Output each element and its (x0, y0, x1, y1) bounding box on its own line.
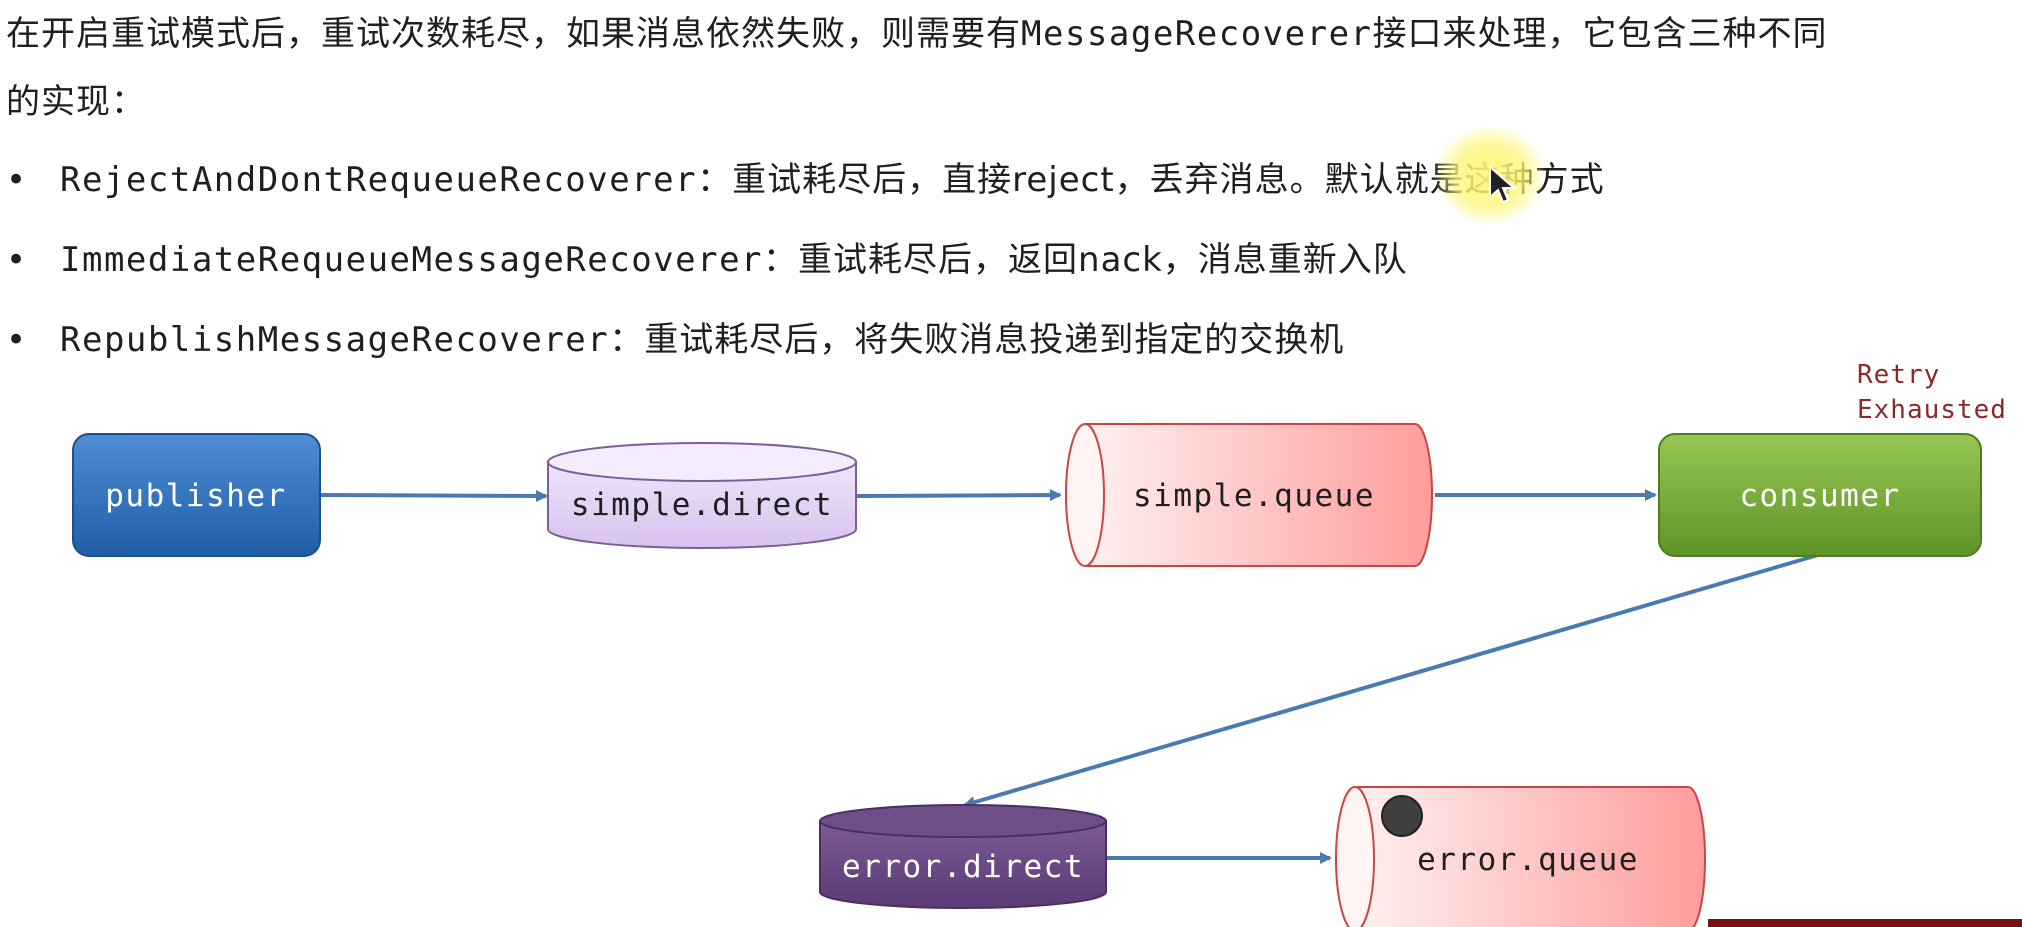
mouse-cursor-icon (1489, 165, 1517, 204)
consumer-node: consumer (1658, 433, 1982, 557)
arrow-consumer-to-error-direct (963, 553, 1819, 808)
list-item: • RepublishMessageRecoverer：重试耗尽后，将失败消息投递… (0, 300, 1950, 380)
recoverer-list: •RejectAndDontRequeueRecoverer：重试耗尽后，直接r… (0, 140, 1950, 380)
simple-direct-label: simple.direct (571, 487, 833, 523)
bullet-marker: • (6, 320, 28, 360)
intro-line-2: 的实现： (6, 82, 146, 122)
intro-paragraph: 在开启重试模式后，重试次数耗尽，如果消息依然失败，则需要有MessageReco… (6, 0, 1996, 136)
recoverer-name: ImmediateRequeueMessageRecoverer (60, 240, 764, 280)
publisher-node: publisher (72, 433, 321, 557)
intro-code-message-recoverer: MessageRecoverer (1021, 14, 1373, 54)
flow-arrows (319, 489, 1819, 864)
consumer-label: consumer (1739, 478, 1900, 514)
arrow-simple-direct-to-simple-queue (855, 489, 1062, 502)
retry-exhausted-label: Retry Exhausted (1857, 360, 2007, 425)
bottom-edge-bar (1708, 919, 2022, 927)
arrow-publisher-to-simple-direct (319, 489, 548, 502)
intro-line-1: 在开启重试模式后，重试次数耗尽，如果消息依然失败，则需要有MessageReco… (6, 0, 1996, 68)
recoverer-name: RepublishMessageRecoverer (60, 320, 610, 360)
bullet-marker: • (6, 160, 28, 200)
list-item: • ImmediateRequeueMessageRecoverer：重试耗尽后，… (0, 220, 1950, 300)
intro-text-b: 接口来处理，它包含三种不同 (1372, 14, 1828, 54)
recoverer-name: RejectAndDontRequeueRecoverer (60, 160, 698, 200)
recoverer-description: ：重试耗尽后，返回nack，消息重新入队 (763, 240, 1408, 280)
recoverer-description: ：重试耗尽后，将失败消息投递到指定的交换机 (609, 320, 1345, 360)
intro-text-a: 在开启重试模式后，重试次数耗尽，如果消息依然失败，则需要有 (6, 14, 1021, 54)
error-queue-message-dot (1381, 795, 1423, 837)
error-direct-label: error.direct (842, 849, 1084, 885)
error-queue-label: error.queue (1417, 842, 1639, 878)
error-direct-exchange: error.direct (819, 804, 1107, 909)
publisher-label: publisher (105, 478, 286, 514)
error-queue: error.queue (1335, 786, 1706, 927)
simple-direct-exchange: simple.direct (547, 442, 857, 549)
simple-queue-label: simple.queue (1133, 478, 1375, 514)
bullet-marker: • (6, 240, 28, 280)
simple-queue: simple.queue (1065, 423, 1433, 567)
